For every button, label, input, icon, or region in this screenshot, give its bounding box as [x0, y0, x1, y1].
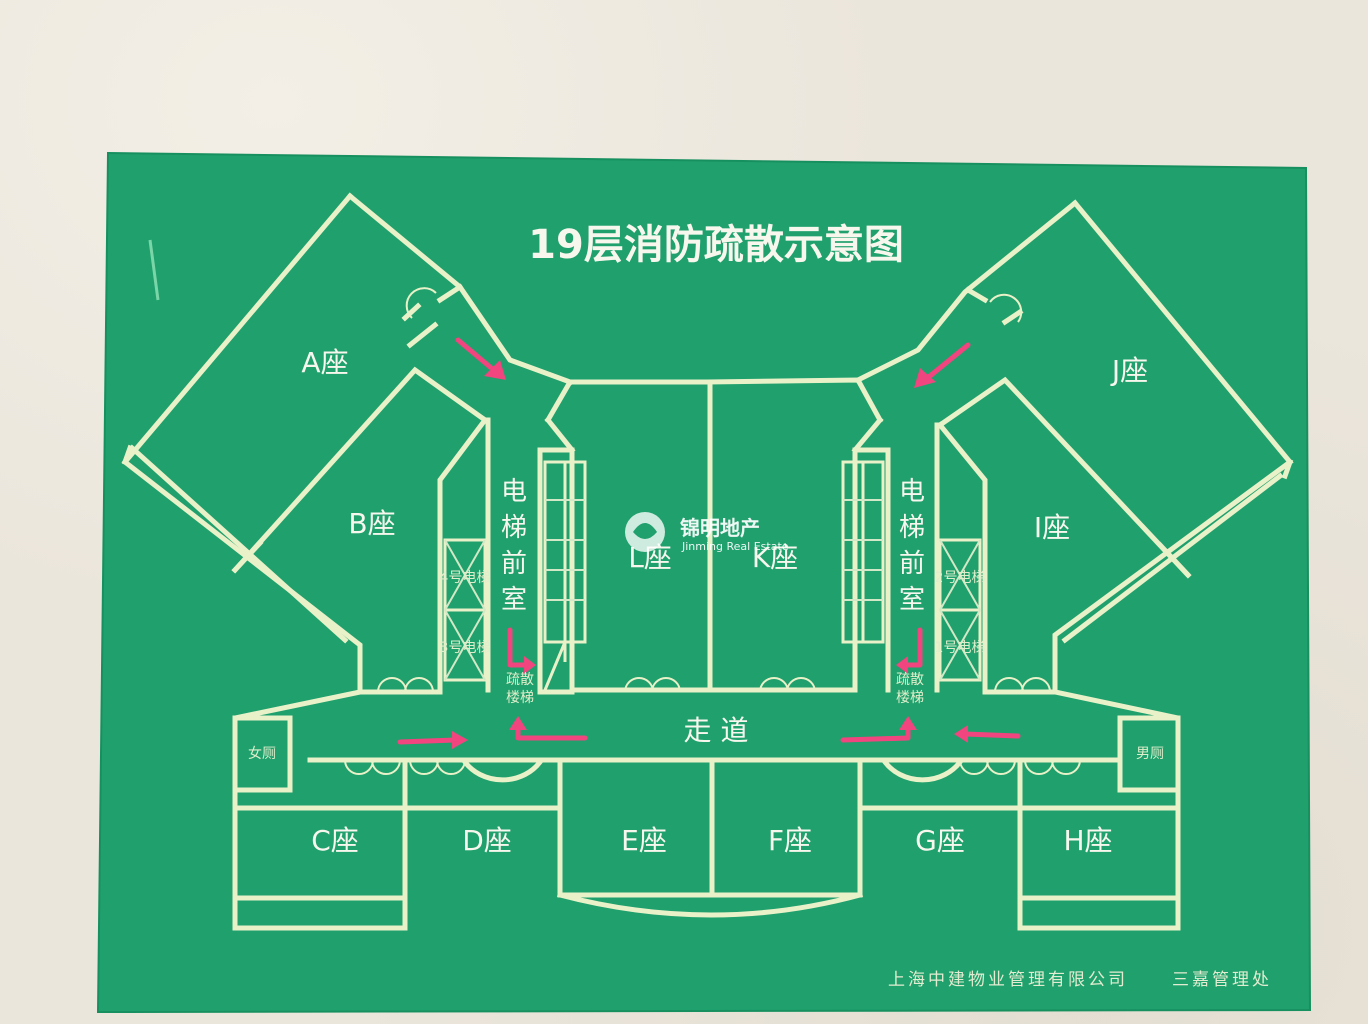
left-wing-outline: [121, 192, 713, 695]
left-stairwell: [543, 460, 587, 691]
right-elevators: [938, 538, 982, 682]
lobby-char: 梯: [501, 513, 527, 543]
right-stairs-label-2: 楼梯: [896, 690, 924, 706]
lobby-char: 室: [501, 585, 527, 615]
footer-office: 三嘉管理处: [1172, 970, 1272, 990]
female-restroom-label: 女厕: [248, 745, 276, 762]
elevator-1-label: 1号电梯: [935, 640, 986, 656]
lobby-char: 前: [501, 549, 527, 579]
lobby-char: 前: [899, 549, 925, 579]
elevator-3-label: 3号电梯: [440, 640, 491, 656]
corridor-outline: [232, 689, 1181, 931]
zone-f-label: F座: [768, 824, 812, 857]
zone-e-label: E座: [621, 824, 667, 857]
zone-b-label: B座: [348, 507, 395, 540]
zone-i-label: I座: [1034, 511, 1070, 544]
sign-board: [96, 151, 1312, 1014]
board-scratch: [148, 239, 160, 301]
right-stairwell: [841, 460, 885, 644]
right-stairs-label-1: 疏散: [896, 672, 924, 688]
zone-k-label: K座: [752, 541, 798, 574]
right-wing-outline: [707, 199, 1294, 693]
corridor-label: 走 道: [684, 714, 749, 747]
lobby-char: 电: [501, 477, 527, 507]
elevator-4-label: 4号电梯: [440, 570, 491, 586]
elevator-2-label: 2号电梯: [935, 570, 986, 586]
zone-c-label: C座: [311, 824, 359, 857]
watermark-logo: 锦明地产 Jinming Real Estate: [625, 512, 789, 553]
lobby-char: 室: [899, 585, 925, 615]
zone-j-label: J座: [1110, 354, 1148, 387]
zone-a-label: A座: [301, 346, 348, 379]
watermark-cn: 锦明地产: [680, 516, 760, 540]
zone-d-label: D座: [462, 824, 512, 857]
left-elevators: [443, 538, 487, 682]
male-restroom-label: 男厕: [1136, 746, 1164, 762]
right-elevator-lobby-label: 电 梯 前 室: [899, 477, 925, 615]
footer-company: 上海中建物业管理有限公司: [888, 970, 1128, 990]
watermark-en: Jinming Real Estate: [681, 540, 789, 553]
lobby-char: 电: [899, 477, 925, 507]
left-stairs-label-2: 楼梯: [506, 690, 534, 706]
left-stairs-label-1: 疏散: [506, 672, 534, 688]
evacuation-arrows: [397, 337, 1021, 749]
lobby-char: 梯: [899, 513, 925, 543]
plan-title: 19层消防疏散示意图: [528, 222, 904, 268]
left-elevator-lobby-label: 电 梯 前 室: [501, 477, 527, 615]
door-swings: [344, 287, 1081, 775]
zone-g-label: G座: [915, 824, 965, 857]
zone-h-label: H座: [1063, 824, 1112, 857]
